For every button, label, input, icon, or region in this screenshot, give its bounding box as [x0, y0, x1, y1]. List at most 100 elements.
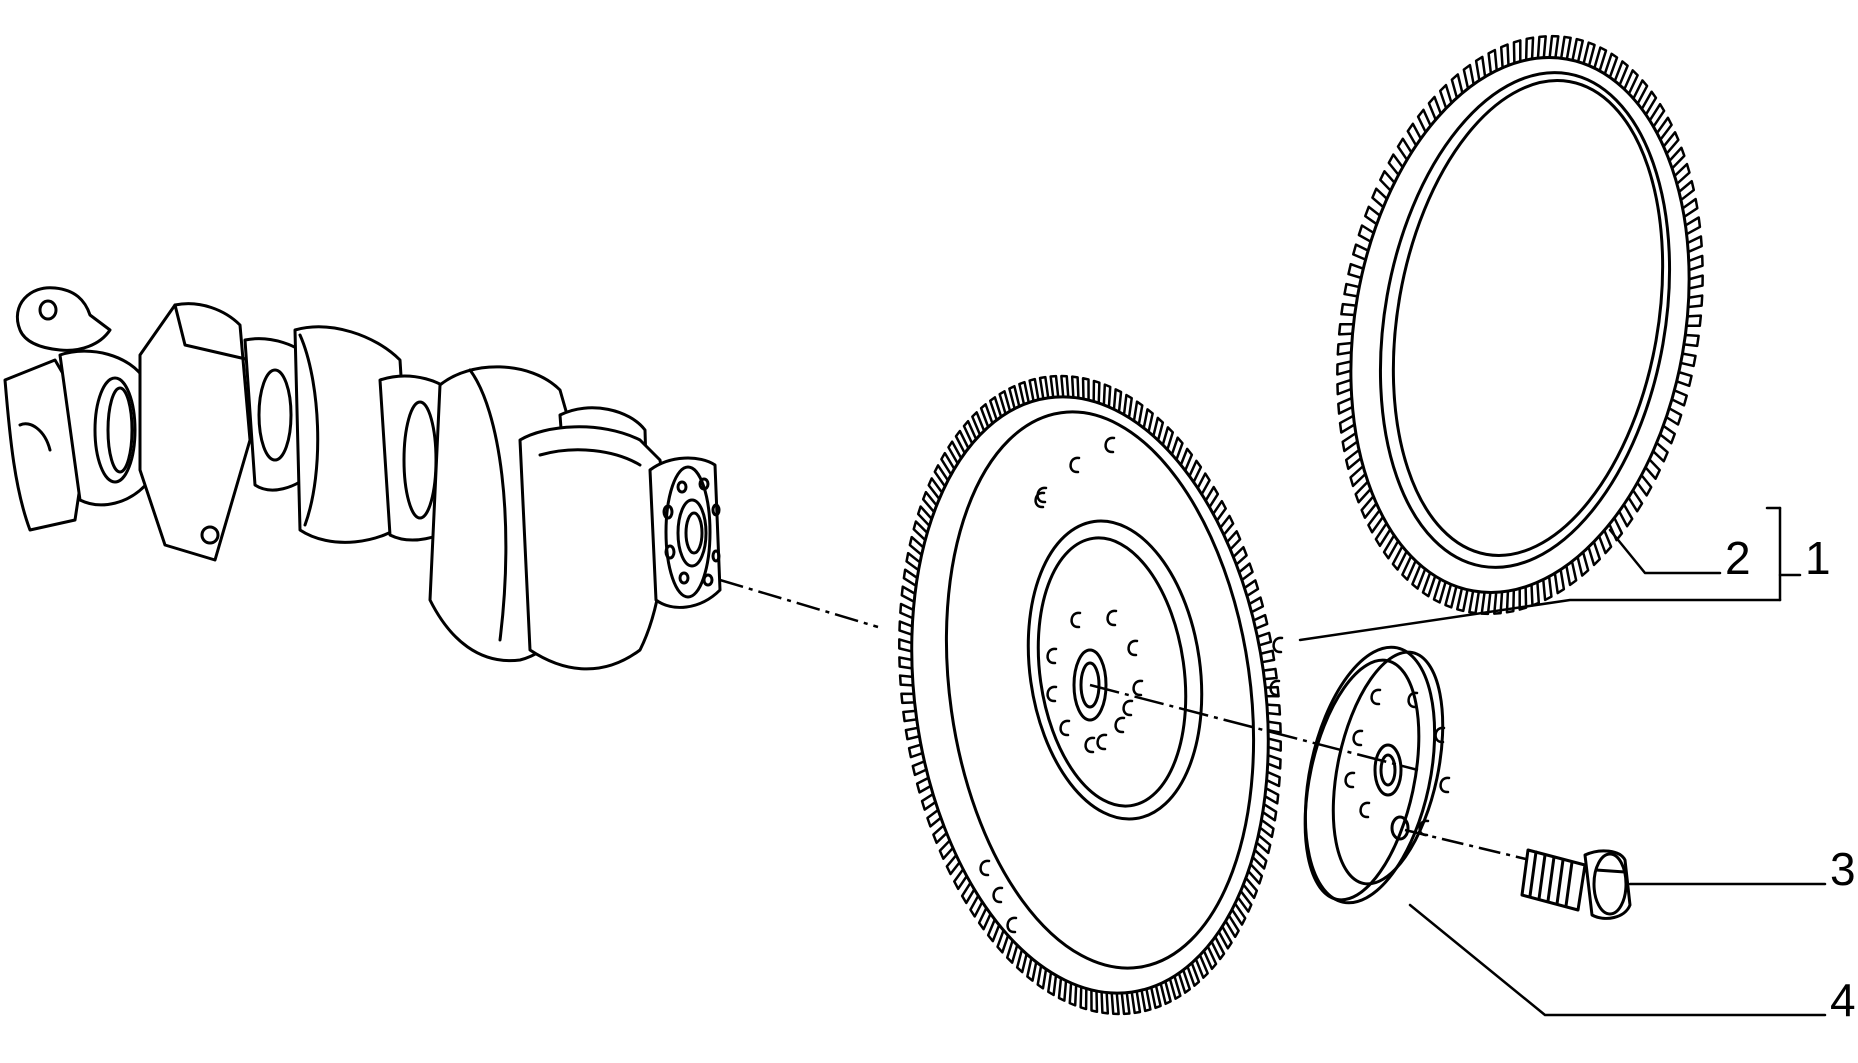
flywheel-tooth [1247, 862, 1264, 885]
flywheel-tooth [898, 674, 915, 687]
flywheel-tooth [1159, 980, 1172, 1006]
ring-gear-tooth [1364, 205, 1382, 226]
flywheel-tooth [1120, 991, 1131, 1016]
flywheel-tooth [988, 396, 1003, 422]
flywheel-tooth [1211, 499, 1227, 522]
flywheel-tooth [977, 906, 992, 931]
flywheel [898, 374, 1284, 1016]
flywheel-tooth [1225, 530, 1242, 551]
flywheel-tooth [1100, 990, 1110, 1015]
ring-gear-tooth [1474, 55, 1487, 82]
ring-gear-tooth [1427, 95, 1443, 121]
ring-gear-tooth [1421, 571, 1437, 598]
flywheel-tooth [904, 726, 921, 741]
alignment-axis-crank [719, 578, 879, 629]
ring-gear-tooth [1632, 79, 1649, 105]
flywheel-tooth [1079, 985, 1088, 1011]
flywheel-tooth [1122, 393, 1133, 419]
flywheel-rim-hole [979, 859, 991, 877]
flywheel-tooth [899, 602, 915, 620]
ring-gear-tooth [1336, 341, 1354, 356]
ring-gear-tooth [1337, 322, 1355, 336]
flywheel-tooth [916, 505, 933, 528]
callout-2: 2 [1725, 532, 1751, 584]
flywheel-tooth [932, 824, 948, 844]
flywheel-bolt-hole [1114, 716, 1126, 734]
ring-gear-tooth [1613, 60, 1629, 87]
ring-gear-tooth [1668, 146, 1686, 170]
leader-line-1-lower [1298, 598, 1782, 642]
callout-1: 1 [1805, 532, 1831, 584]
flywheel-tooth [1005, 939, 1019, 964]
flywheel-tooth [1068, 981, 1078, 1007]
ring-gear-tooth [1336, 378, 1353, 396]
flywheel-bolt-holes [1046, 609, 1144, 754]
flywheel-tooth [933, 464, 950, 488]
ring-gear-tooth [1571, 37, 1584, 63]
ring-gear-tooth [1576, 550, 1590, 577]
ring-gear-tooth [1677, 179, 1696, 202]
flywheel-tooth [926, 808, 943, 828]
flywheel-tooth [1236, 889, 1253, 913]
ring-gear-tooth [1444, 583, 1458, 609]
ring-gear-tooth [1432, 577, 1447, 604]
flywheel-tooth [1018, 380, 1031, 406]
ring-gear-tooth [1673, 162, 1691, 186]
ring-gear-tooth [1559, 35, 1572, 61]
ring-gear-tooth [1627, 488, 1644, 513]
ring-gear-tooth [1352, 243, 1370, 261]
ring-gear-tooth [1662, 131, 1680, 155]
ring-gear-tooth [1468, 589, 1481, 615]
flywheel-tooth [1008, 384, 1021, 410]
ring-gear-tooth [1343, 282, 1361, 298]
flywheel-tooth [1015, 948, 1028, 974]
ring-gear-tooth [1518, 585, 1528, 611]
flywheel-tooth [1026, 956, 1038, 982]
ring-gear-tooth [1536, 35, 1547, 60]
flywheel-tooth [1256, 631, 1273, 647]
ring-gear-tooth [1685, 314, 1703, 328]
flywheel-tooth [945, 853, 961, 876]
flywheel-rim-hole [1269, 679, 1281, 697]
flywheel-tooth [900, 692, 916, 705]
flywheel-tooth [1230, 902, 1247, 926]
washer-plate-hole [1439, 776, 1451, 794]
callout-3: 3 [1830, 843, 1856, 895]
flywheel-tooth [1194, 953, 1209, 979]
ring-gear-tooth [1505, 588, 1516, 614]
flywheel-tooth [1210, 935, 1226, 961]
flywheel-tooth [1266, 737, 1282, 752]
leader-line-4 [1408, 903, 1827, 1017]
flywheel-tooth [902, 568, 919, 588]
washer-plate-hole [1370, 688, 1382, 706]
ring-gear-tooth [1411, 563, 1427, 590]
ring-gear-tooth [1548, 34, 1560, 60]
flywheel-tooth [1265, 703, 1282, 716]
flywheel-tooth [962, 419, 978, 445]
ring-gear-tooth [1367, 509, 1385, 534]
flywheel-tooth [979, 403, 994, 429]
washer-plate [1303, 645, 1451, 905]
flywheel-tooth [1252, 613, 1269, 630]
ring-gear-tooth [1587, 540, 1602, 567]
ring-gear-tooth [1396, 137, 1413, 162]
flywheel-tooth [986, 918, 1001, 943]
ring-gear-tooth [1597, 529, 1613, 555]
ring-gear-tooth [1462, 63, 1475, 90]
flywheel-rim-hole [1272, 636, 1284, 654]
flywheel-tooth [1186, 961, 1201, 987]
ring-gear-tooth [1524, 36, 1535, 62]
flywheel-tooth [907, 743, 924, 759]
ring-gear-tooth [1347, 262, 1365, 280]
flywheel-tooth [920, 792, 937, 811]
flywheel-tooth [1232, 546, 1248, 566]
flywheel-bolt-hole [1106, 609, 1118, 627]
ring-gear-tooth [1684, 216, 1702, 236]
ring-gear-tooth [1648, 102, 1666, 128]
flywheel-tooth [1142, 408, 1154, 434]
flywheel-tooth [1057, 976, 1068, 1002]
flywheel-tooth [971, 411, 986, 437]
flywheel-tooth [1263, 786, 1280, 805]
ring-gear-tooth [1499, 43, 1510, 69]
